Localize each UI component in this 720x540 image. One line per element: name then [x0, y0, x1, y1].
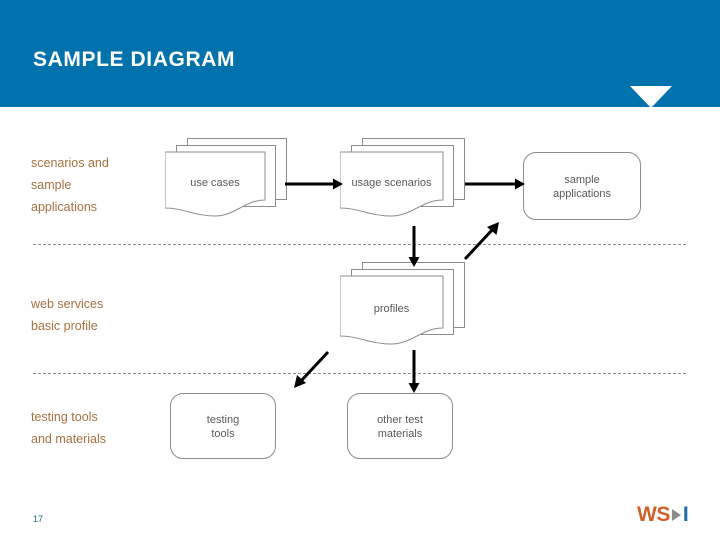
- document-front-sheet: [164, 138, 287, 225]
- node-usage-scenarios[interactable]: usage scenarios: [339, 138, 465, 220]
- node-label-other-test-materials: other test materials: [377, 414, 423, 440]
- document-front-sheet: [339, 262, 465, 353]
- node-use-cases[interactable]: use cases: [164, 138, 287, 220]
- triangle-right-icon: [671, 509, 681, 521]
- edge-profiles-to-sample-applications: [460, 218, 504, 264]
- logo-word: WS: [637, 502, 670, 526]
- page-number: 17: [33, 514, 44, 524]
- node-label-usage-scenarios: usage scenarios: [351, 177, 432, 189]
- node-label-sample-applications: sample applications: [552, 174, 612, 200]
- band-label-web-services: web services basic profile: [31, 297, 104, 333]
- header-band: [0, 0, 720, 107]
- node-profiles[interactable]: profiles: [339, 262, 465, 348]
- node-sample-applications[interactable]: sample applications: [523, 152, 641, 220]
- document-front-sheet: [339, 138, 465, 225]
- band-divider-1: [33, 244, 686, 245]
- node-label-profiles: profiles: [373, 303, 410, 315]
- wsi-logo: WS I: [637, 503, 689, 525]
- page-title: SAMPLE DIAGRAM: [33, 48, 236, 71]
- edge-use-cases-to-usage-scenarios: [285, 176, 345, 192]
- node-label-use-cases: use cases: [190, 177, 240, 189]
- edge-profiles-to-other-test-materials: [406, 350, 422, 394]
- band-label-testing: testing tools and materials: [31, 410, 107, 446]
- node-testing-tools[interactable]: testing tools: [170, 393, 276, 459]
- node-other-test-materials[interactable]: other test materials: [347, 393, 453, 459]
- edge-usage-scenarios-to-profiles: [406, 226, 422, 268]
- edge-profiles-to-testing-tools: [288, 348, 334, 392]
- triangle-down-icon: [630, 86, 672, 108]
- band-divider-2: [33, 373, 686, 374]
- node-label-testing-tools: testing tools: [206, 414, 240, 440]
- band-label-scenarios: scenarios and sample applications: [31, 156, 109, 214]
- logo-letter: I: [682, 502, 689, 526]
- edge-usage-scenarios-to-sample-applications: [465, 176, 527, 192]
